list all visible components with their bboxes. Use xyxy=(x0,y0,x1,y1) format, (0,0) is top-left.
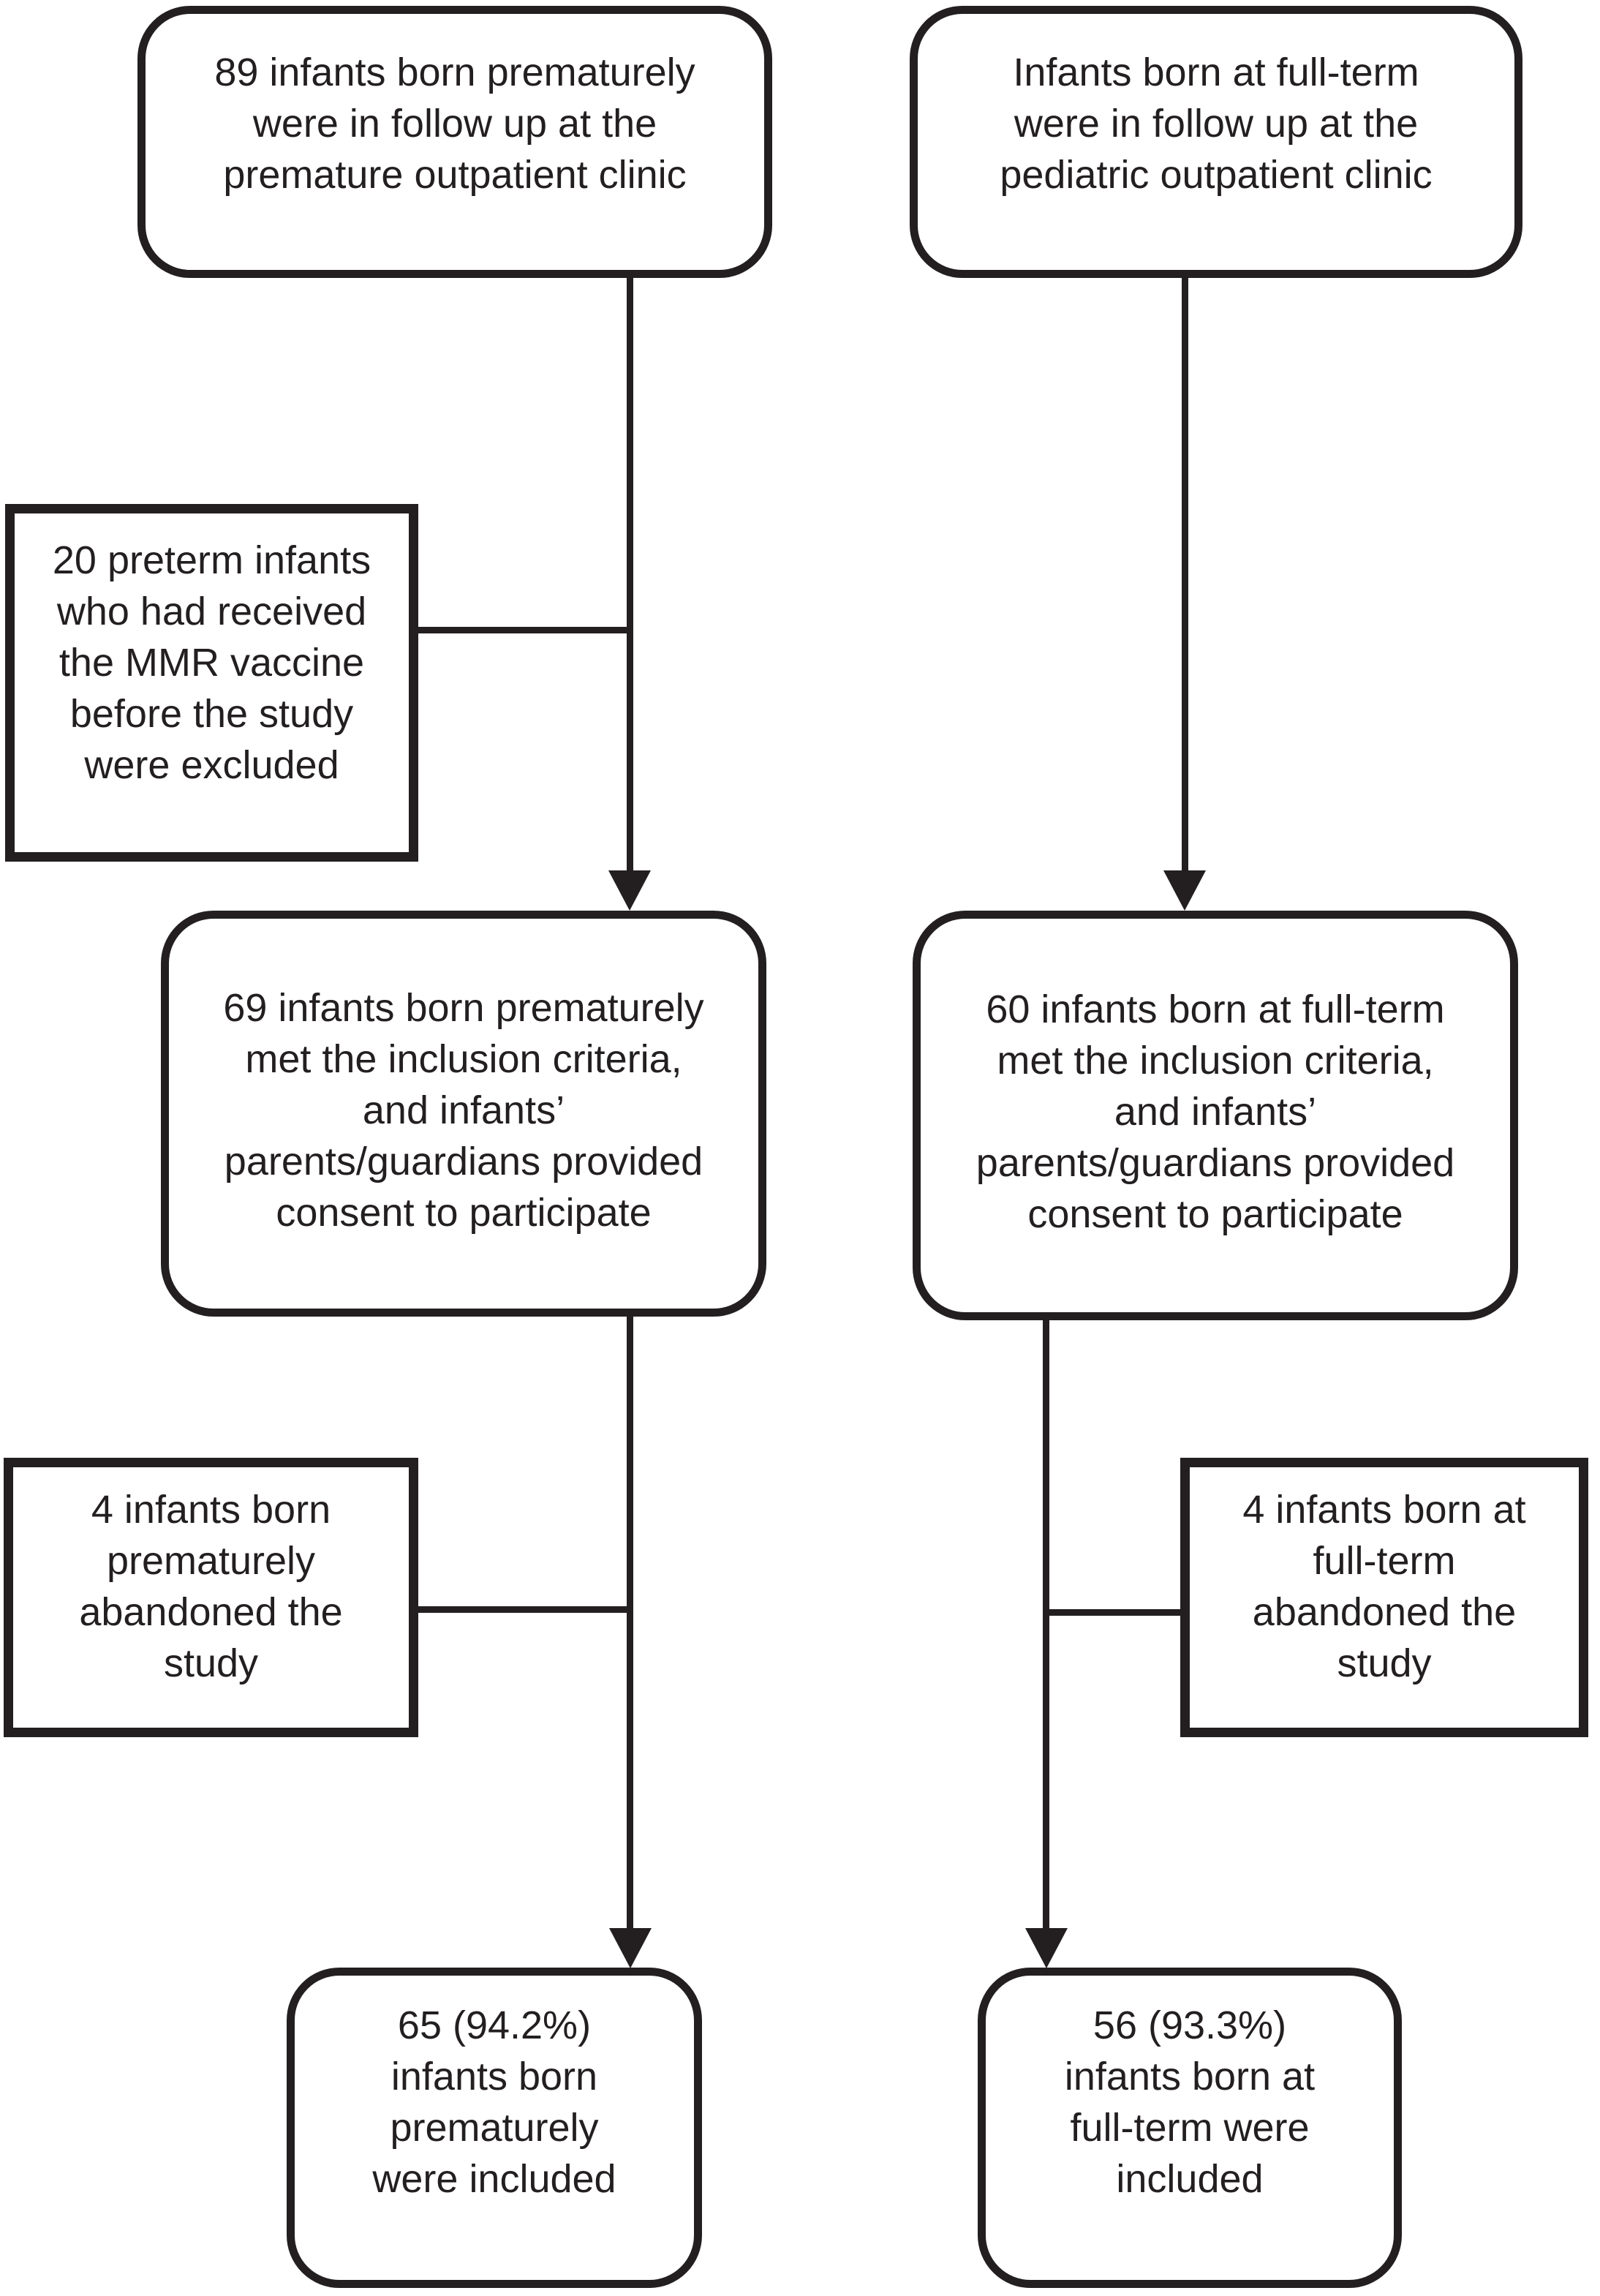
node-fullterm-start-text: Infants born at full-term were in follow… xyxy=(1000,50,1433,197)
node-fullterm-included-text: 56 (93.3%) infants born at full-term wer… xyxy=(1064,2003,1316,2201)
node-fullterm-abandoned-text: 4 infants born at full-term abandoned th… xyxy=(1242,1488,1526,1685)
node-fullterm-abandoned: 4 infants born at full-term abandoned th… xyxy=(1180,1458,1588,1737)
node-premature-included: 65 (94.2%) infants born prematurely were… xyxy=(287,1968,702,2288)
node-fullterm-included: 56 (93.3%) infants born at full-term wer… xyxy=(978,1968,1402,2288)
connector-premature-consented-to-included xyxy=(627,1313,633,1931)
node-fullterm-start: Infants born at full-term were in follow… xyxy=(910,6,1522,278)
connector-fullterm-consented-to-included xyxy=(1043,1317,1049,1931)
arrowhead-into-premature-consented xyxy=(608,870,651,911)
node-premature-start: 89 infants born prematurely were in foll… xyxy=(137,6,772,278)
node-fullterm-consented-text: 60 infants born at full-term met the inc… xyxy=(976,987,1455,1236)
arrowhead-into-fullterm-included xyxy=(1025,1928,1068,1968)
connector-fullterm-abandoned-branch xyxy=(1046,1609,1185,1616)
arrowhead-into-premature-included xyxy=(609,1928,652,1968)
connector-premature-start-to-consented xyxy=(627,274,633,875)
connector-premature-abandoned-branch xyxy=(413,1606,633,1613)
connector-fullterm-start-to-consented xyxy=(1182,274,1188,875)
node-premature-start-text: 89 infants born prematurely were in foll… xyxy=(214,50,695,197)
node-excluded-text: 20 preterm infants who had received the … xyxy=(52,538,371,787)
node-premature-abandoned-text: 4 infants born prematurely abandoned the… xyxy=(79,1488,343,1685)
node-premature-included-text: 65 (94.2%) infants born prematurely were… xyxy=(372,2003,616,2201)
arrowhead-into-fullterm-consented xyxy=(1163,870,1206,911)
node-fullterm-consented: 60 infants born at full-term met the inc… xyxy=(913,911,1518,1320)
connector-excluded-branch xyxy=(413,627,633,633)
node-excluded: 20 preterm infants who had received the … xyxy=(5,504,418,862)
node-premature-consented: 69 infants born prematurely met the incl… xyxy=(161,911,766,1317)
node-premature-consented-text: 69 infants born prematurely met the incl… xyxy=(223,985,704,1235)
node-premature-abandoned: 4 infants born prematurely abandoned the… xyxy=(4,1458,418,1737)
